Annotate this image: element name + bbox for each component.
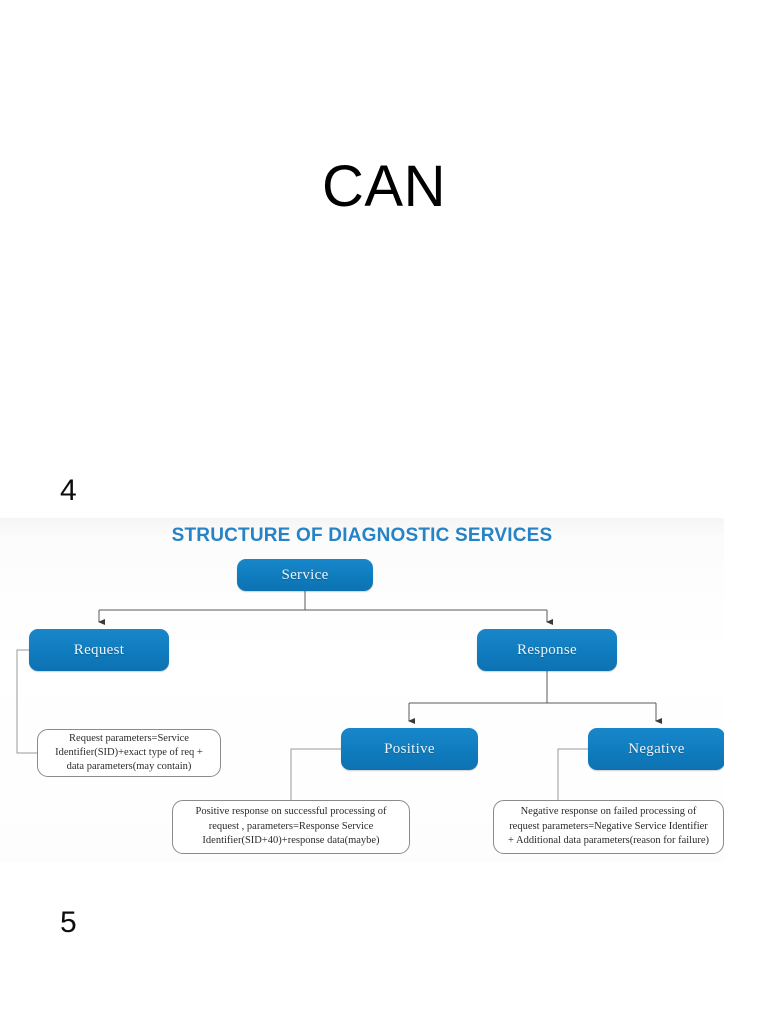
page-title: CAN bbox=[322, 154, 446, 219]
callout-positive-response: Positive response on successful processi… bbox=[172, 800, 410, 854]
callout-request-parameters: Request parameters=Service Identifier(SI… bbox=[37, 729, 221, 777]
diagnostic-services-diagram: STRUCTURE OF DIAGNOSTIC SERVICES bbox=[0, 518, 724, 862]
callout-request-line1: Request parameters=Service bbox=[69, 732, 189, 744]
node-request[interactable]: Request bbox=[29, 629, 169, 671]
callout-negative-response: Negative response on failed processing o… bbox=[493, 800, 724, 854]
callout-positive-line3: Identifier(SID+40)+response data(maybe) bbox=[202, 835, 380, 847]
callout-positive-line2: request , parameters=Response Service bbox=[208, 820, 374, 832]
callout-negative-line1: Negative response on failed processing o… bbox=[520, 806, 697, 818]
page-number-top: 4 bbox=[60, 474, 77, 507]
callout-negative-line3: + Additional data parameters(reason for … bbox=[508, 835, 709, 847]
connector-lines bbox=[16, 591, 662, 828]
callout-positive-line1: Positive response on successful processi… bbox=[195, 806, 387, 818]
node-positive[interactable]: Positive bbox=[341, 728, 478, 770]
node-service[interactable]: Service bbox=[237, 559, 373, 591]
callout-request-line2: Identifier(SID)+exact type of req + bbox=[55, 746, 203, 758]
diagram-title: STRUCTURE OF DIAGNOSTIC SERVICES bbox=[171, 525, 553, 546]
callout-negative-line2: request parameters=Negative Service Iden… bbox=[509, 820, 708, 832]
page-number-bottom: 5 bbox=[60, 906, 77, 939]
callout-request-line3: data parameters(may contain) bbox=[66, 761, 192, 773]
node-negative[interactable]: Negative bbox=[588, 728, 724, 770]
node-response[interactable]: Response bbox=[477, 629, 617, 671]
